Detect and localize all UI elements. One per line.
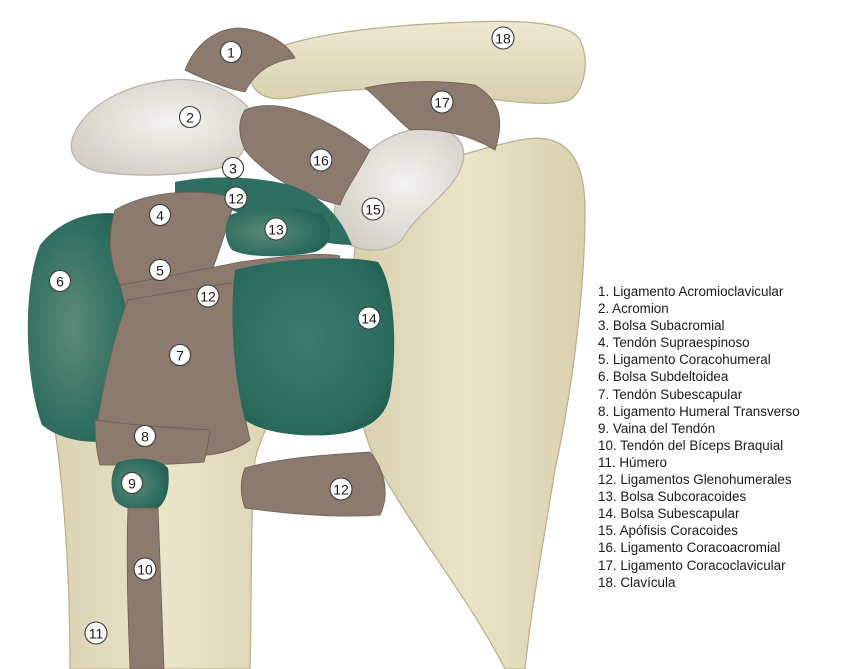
legend-item: 17. Ligamento Coracoclavicular <box>598 557 800 574</box>
ligament-12-lower <box>241 452 385 516</box>
marker-17: 17 <box>431 91 453 113</box>
marker-label: 5 <box>156 263 164 279</box>
marker-label: 9 <box>128 476 136 492</box>
marker-label: 13 <box>268 222 284 238</box>
marker-9: 9 <box>122 473 143 494</box>
legend-item: 13. Bolsa Subcoracoides <box>598 488 800 505</box>
marker-12: 12 <box>197 285 219 307</box>
marker-1: 1 <box>221 42 242 63</box>
marker-label: 11 <box>89 626 104 642</box>
marker-label: 15 <box>365 202 381 218</box>
marker-label: 17 <box>434 95 450 111</box>
marker-label: 14 <box>361 311 377 327</box>
marker-12: 12 <box>330 478 352 500</box>
legend-item: 14. Bolsa Subescapular <box>598 505 800 522</box>
marker-2: 2 <box>180 107 201 128</box>
marker-label: 18 <box>495 31 511 47</box>
marker-11: 11 <box>85 622 107 644</box>
marker-label: 7 <box>176 348 184 364</box>
marker-12: 12 <box>225 187 247 209</box>
marker-10: 10 <box>134 558 156 580</box>
legend-item: 7. Tendón Subescapular <box>598 386 800 403</box>
marker-label: 2 <box>186 110 194 126</box>
legend-item: 15. Apófisis Coracoides <box>598 522 800 539</box>
legend-item: 8. Ligamento Humeral Transverso <box>598 403 800 420</box>
marker-3: 3 <box>223 158 244 179</box>
marker-label: 12 <box>228 191 244 207</box>
marker-14: 14 <box>358 307 380 329</box>
legend-item: 2. Acromion <box>598 300 800 317</box>
tendon-10 <box>127 508 164 669</box>
legend-item: 11. Húmero <box>598 454 800 471</box>
marker-15: 15 <box>362 198 384 220</box>
marker-label: 4 <box>156 208 164 224</box>
marker-label: 12 <box>200 289 216 305</box>
marker-8: 8 <box>135 426 156 447</box>
marker-label: 12 <box>333 482 349 498</box>
marker-7: 7 <box>170 345 191 366</box>
marker-6: 6 <box>50 271 71 292</box>
marker-label: 6 <box>56 274 64 290</box>
legend-item: 10. Tendón del Bíceps Braquial <box>598 437 800 454</box>
legend-item: 9. Vaina del Tendón <box>598 420 800 437</box>
legend: 1. Ligamento Acromioclavicular 2. Acromi… <box>598 283 800 591</box>
marker-label: 1 <box>227 45 235 61</box>
legend-item: 18. Clavícula <box>598 574 800 591</box>
bursa-14 <box>232 258 394 435</box>
marker-16: 16 <box>310 149 332 171</box>
marker-5: 5 <box>150 260 171 281</box>
legend-item: 4. Tendón Supraespinoso <box>598 334 800 351</box>
legend-item: 5. Ligamento Coracohumeral <box>598 351 800 368</box>
marker-label: 16 <box>313 153 329 169</box>
acromion <box>71 79 251 175</box>
marker-4: 4 <box>150 205 171 226</box>
marker-18: 18 <box>492 27 514 49</box>
legend-item: 16. Ligamento Coracoacromial <box>598 539 800 556</box>
legend-item: 1. Ligamento Acromioclavicular <box>598 283 800 300</box>
marker-13: 13 <box>265 218 287 240</box>
marker-label: 8 <box>141 429 149 445</box>
marker-label: 3 <box>229 161 237 177</box>
legend-item: 3. Bolsa Subacromial <box>598 317 800 334</box>
marker-label: 10 <box>137 562 153 578</box>
legend-item: 12. Ligamentos Glenohumerales <box>598 471 800 488</box>
legend-item: 6. Bolsa Subdeltoidea <box>598 368 800 385</box>
